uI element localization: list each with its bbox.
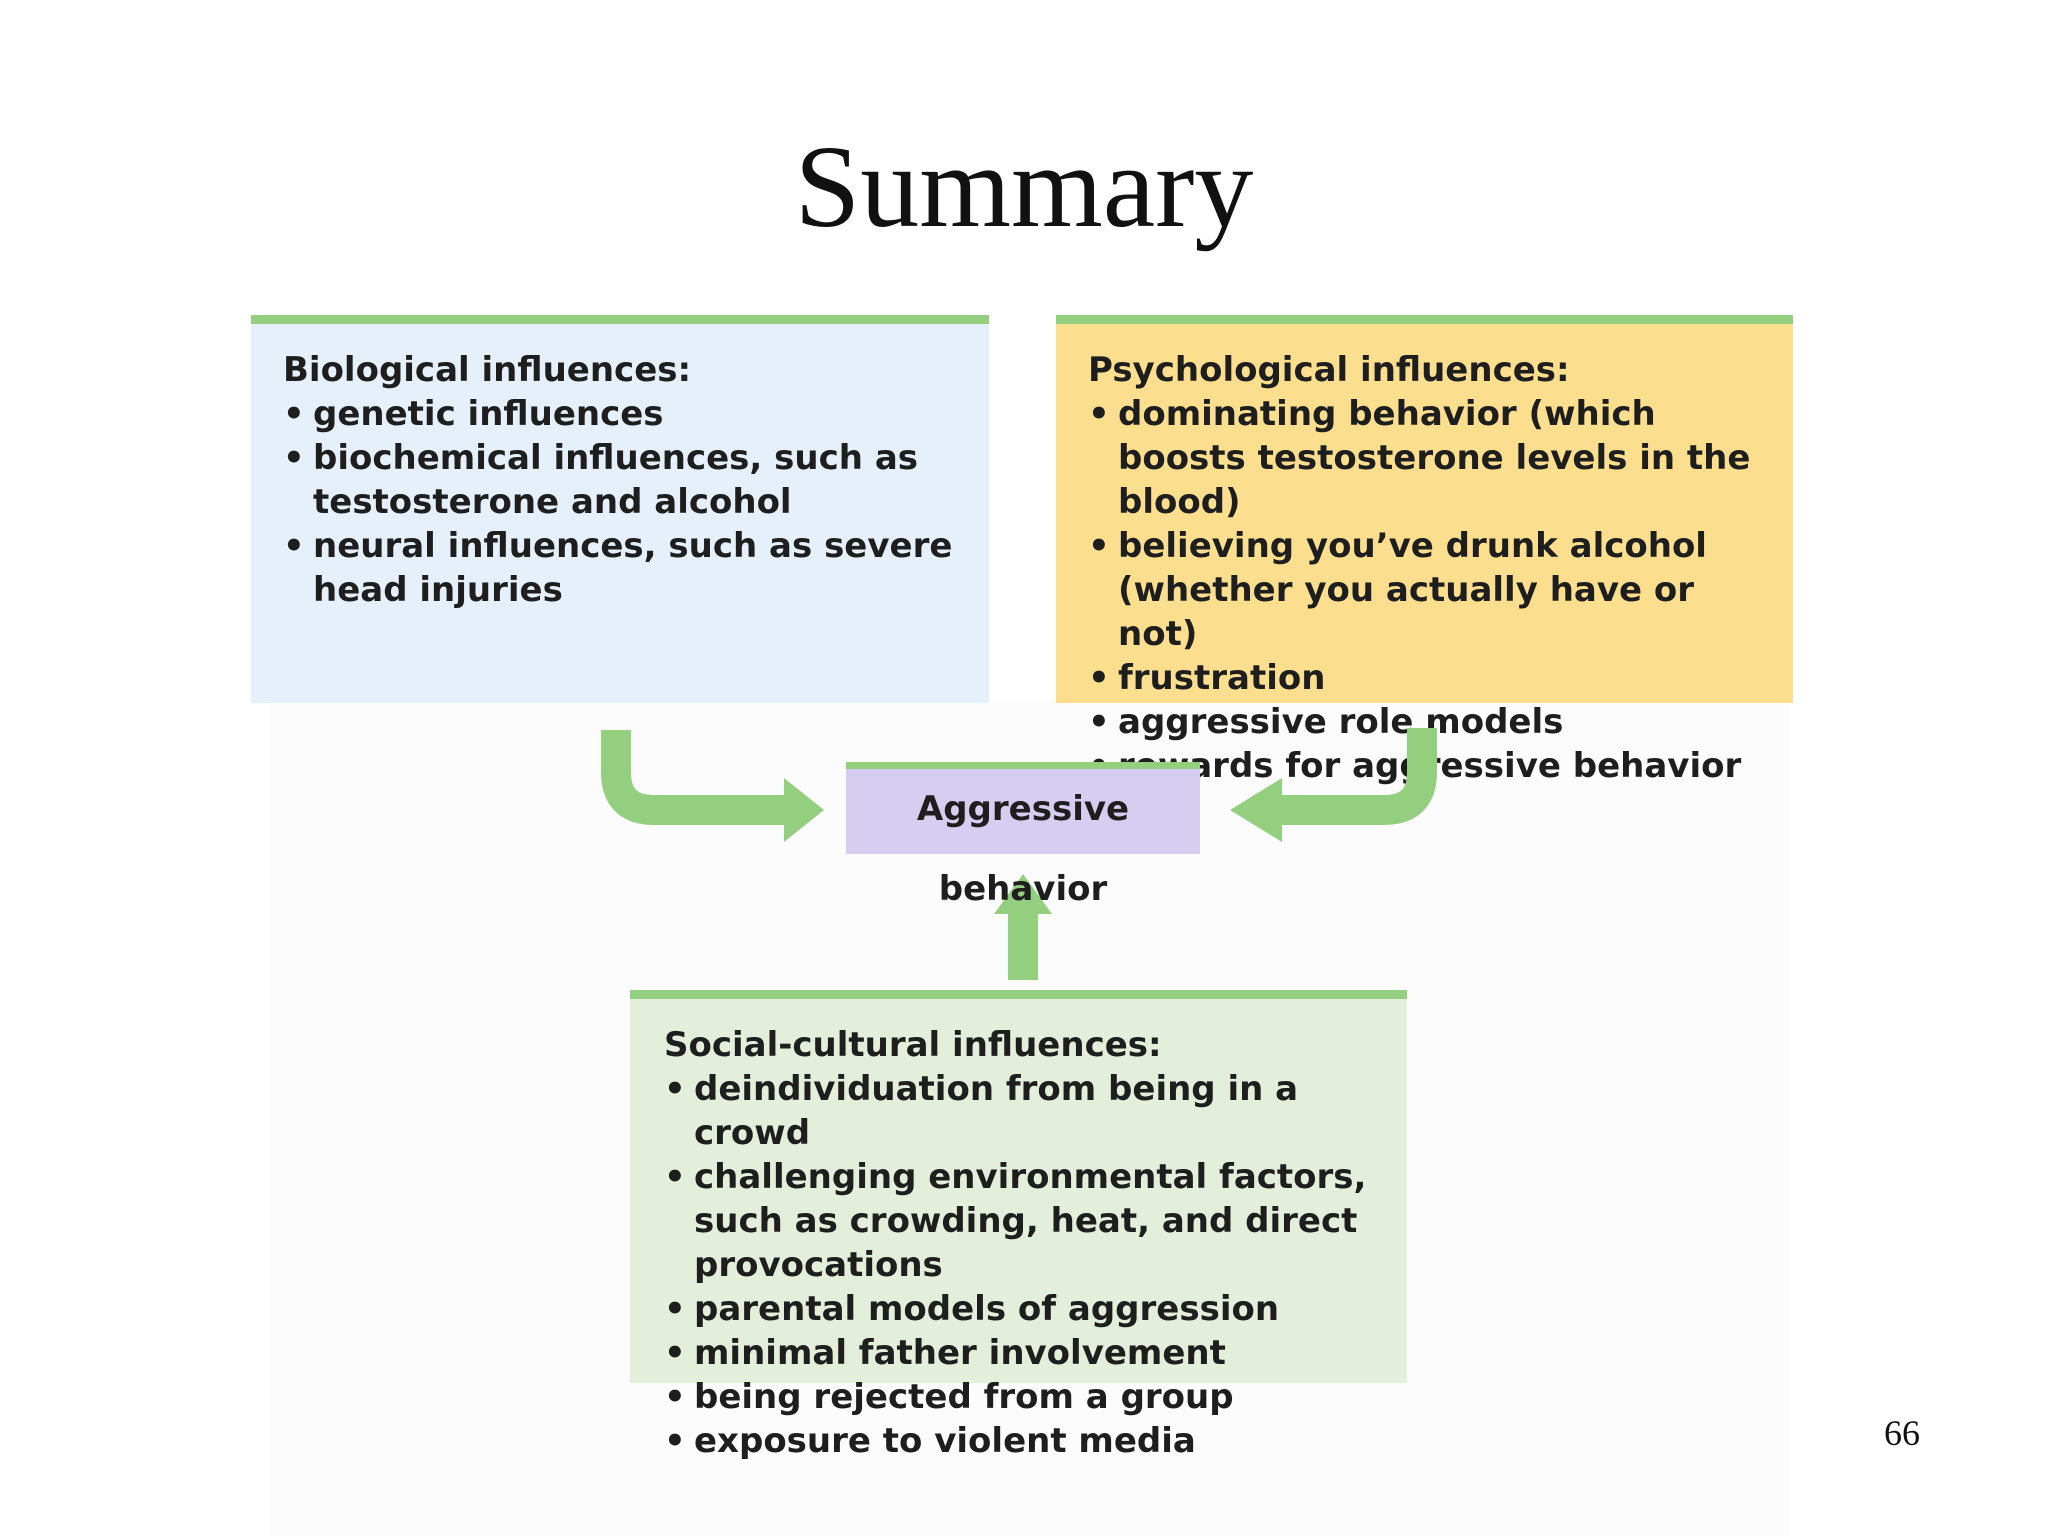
aggressive-behavior-box: Aggressive behavior xyxy=(846,762,1200,909)
list-item: exposure to violent media xyxy=(664,1419,1391,1463)
list-item: biochemical influences, such as testoste… xyxy=(283,436,969,524)
list-item: deindividuation from being in a crowd xyxy=(664,1067,1391,1155)
list-item: believing you’ve drunk alcohol (whether … xyxy=(1088,524,1777,656)
list-item: challenging environmental factors, such … xyxy=(664,1155,1391,1287)
biological-list: genetic influences biochemical influence… xyxy=(283,392,969,612)
biological-heading: Biological influences: xyxy=(283,350,692,390)
social-cultural-heading: Social-cultural influences: xyxy=(664,1025,1162,1065)
biological-influences-box: Biological influences: genetic influence… xyxy=(251,315,989,703)
list-item: being rejected from a group xyxy=(664,1375,1391,1419)
social-cultural-list: deindividuation from being in a crowd ch… xyxy=(664,1067,1391,1463)
slide-title: Summary xyxy=(794,121,1254,252)
list-item: dominating behavior (which boosts testos… xyxy=(1088,392,1777,524)
psychological-heading: Psychological influences: xyxy=(1088,350,1570,390)
center-label: Aggressive behavior xyxy=(916,789,1130,909)
list-item: neural influences, such as severe head i… xyxy=(283,524,969,612)
psychological-influences-box: Psychological influences: dominating beh… xyxy=(1056,315,1793,788)
psychological-list: dominating behavior (which boosts testos… xyxy=(1088,392,1777,788)
list-item: frustration xyxy=(1088,656,1777,700)
page-number: 66 xyxy=(1884,1413,1920,1453)
list-item: minimal father involvement xyxy=(664,1331,1391,1375)
list-item: parental models of aggression xyxy=(664,1287,1391,1331)
list-item: aggressive role models xyxy=(1088,700,1777,744)
social-cultural-influences-box: Social-cultural influences: deindividuat… xyxy=(630,990,1407,1463)
list-item: genetic influences xyxy=(283,392,969,436)
